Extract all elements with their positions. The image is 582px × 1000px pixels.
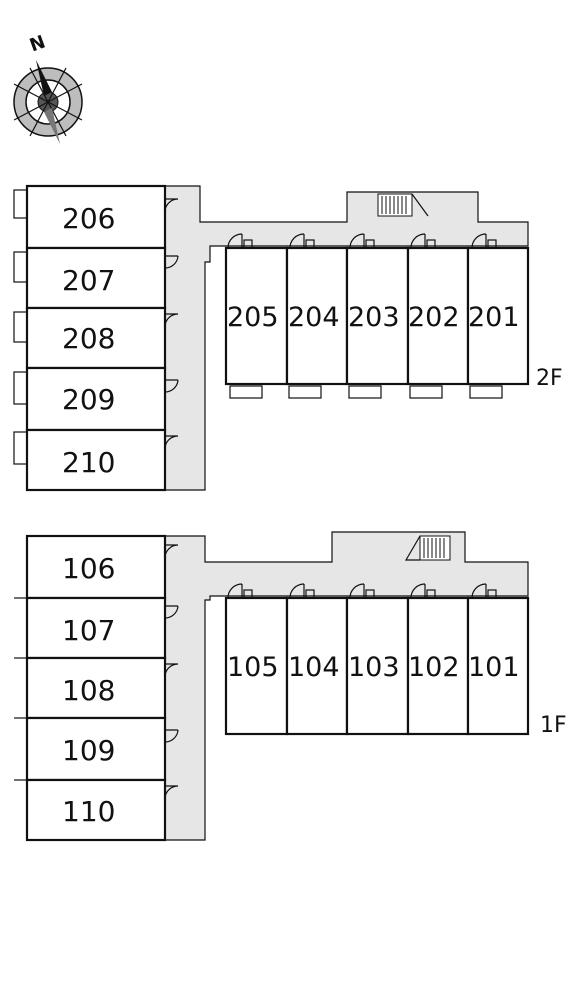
door-icons-1f-top <box>227 583 497 599</box>
unit-103: 103 <box>345 596 410 736</box>
svg-text:106: 106 <box>62 552 115 585</box>
stairs-icon-2f <box>377 193 429 217</box>
svg-text:103: 103 <box>348 652 400 683</box>
unit-204: 204 <box>285 246 349 399</box>
unit-107: 107 <box>14 596 167 660</box>
stairs-icon-1f <box>404 535 451 561</box>
unit-203: 203 <box>345 246 410 399</box>
compass-north-label: N <box>27 31 48 56</box>
unit-110: 110 <box>25 778 167 842</box>
unit-108: 108 <box>14 656 167 720</box>
svg-text:104: 104 <box>288 652 340 683</box>
svg-text:110: 110 <box>62 795 115 828</box>
unit-205: 205 <box>224 246 289 399</box>
svg-text:203: 203 <box>348 302 400 333</box>
floor-label-2f: 2F <box>536 366 563 391</box>
unit-101: 101 <box>466 596 530 736</box>
svg-text:206: 206 <box>62 202 115 235</box>
unit-105: 105 <box>224 596 289 736</box>
unit-104: 104 <box>285 596 349 736</box>
unit-202: 202 <box>406 246 470 399</box>
unit-207: 207 <box>13 246 167 310</box>
svg-text:207: 207 <box>62 264 115 297</box>
unit-208: 208 <box>13 306 167 370</box>
unit-210: 210 <box>13 428 167 492</box>
door-icons-1f-left <box>164 544 179 799</box>
door-icons-2f-left <box>164 198 179 449</box>
unit-106: 106 <box>14 534 167 600</box>
unit-109: 109 <box>14 716 167 782</box>
svg-text:202: 202 <box>408 302 460 333</box>
svg-text:205: 205 <box>227 302 279 333</box>
unit-201: 201 <box>466 246 530 399</box>
unit-102: 102 <box>406 596 470 736</box>
svg-text:102: 102 <box>408 652 460 683</box>
svg-text:107: 107 <box>62 614 115 647</box>
svg-text:105: 105 <box>227 652 279 683</box>
svg-text:209: 209 <box>62 383 115 416</box>
svg-text:210: 210 <box>62 446 115 479</box>
compass-rose-icon: N <box>13 31 83 144</box>
unit-209: 209 <box>13 366 167 432</box>
svg-text:101: 101 <box>468 652 520 683</box>
svg-text:204: 204 <box>288 302 340 333</box>
floor-label-1f: 1F <box>540 713 567 738</box>
svg-text:208: 208 <box>62 322 115 355</box>
svg-text:201: 201 <box>468 302 520 333</box>
svg-text:109: 109 <box>62 734 115 767</box>
floor-2f: 206 207 208 209 210 <box>13 184 563 492</box>
door-icons-2f-top <box>227 233 497 249</box>
svg-text:108: 108 <box>62 674 115 707</box>
floor-1f: 106 107 108 109 110 <box>14 531 567 842</box>
unit-206: 206 <box>13 184 167 250</box>
